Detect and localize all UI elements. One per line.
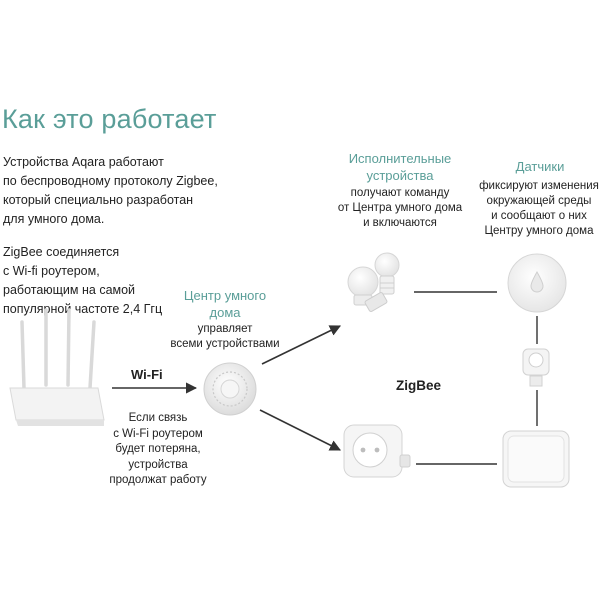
actuators-desc-line: от Центра умного дома bbox=[337, 202, 463, 214]
actuators-description: получают команду от Центра умного дома и… bbox=[330, 186, 470, 231]
intro-line: Устройства Aqara работают bbox=[3, 155, 164, 169]
actuators-title-line: устройства bbox=[366, 168, 434, 183]
sensors-desc-line: Центру умного дома bbox=[484, 225, 594, 237]
fallback-line: продолжат работу bbox=[109, 474, 207, 486]
intro-paragraph: Устройства Aqara работают по беспроводно… bbox=[3, 153, 218, 229]
zigbee-line: работающим на самой bbox=[3, 283, 136, 297]
zigbee-line: с Wi-fi роутером, bbox=[3, 264, 100, 278]
sensors-title: Датчики bbox=[515, 159, 565, 174]
fallback-line: устройства bbox=[128, 458, 188, 471]
sensors-desc-line: фиксируют изменения bbox=[479, 180, 599, 192]
fallback-line: будет потеряна, bbox=[115, 443, 201, 455]
zigbee-label: ZigBee bbox=[396, 378, 442, 393]
bulbs-icon bbox=[347, 252, 400, 312]
actuators-desc-line: получают команду bbox=[350, 187, 450, 199]
hub-desc-line: управляет bbox=[197, 323, 253, 335]
hub-icon bbox=[203, 362, 257, 416]
fallback-line: с Wi-Fi роутером bbox=[113, 427, 203, 440]
wifi-label: Wi-Fi bbox=[131, 367, 163, 382]
hub-to-plug-arrow bbox=[259, 409, 342, 451]
hub-title-line: дома bbox=[209, 305, 241, 320]
sensors-description: фиксируют изменения окружающей среды и с… bbox=[478, 179, 600, 239]
intro-line: который специально разработан bbox=[3, 193, 194, 207]
intro-line: по беспроводному протоколу Zigbee, bbox=[3, 174, 218, 188]
zigbee-paragraph: ZigBee соединяется с Wi-fi роутером, раб… bbox=[3, 243, 162, 319]
actuators-title-line: Исполнительные bbox=[348, 151, 452, 166]
sensors-desc-line: и сообщают о них bbox=[491, 210, 587, 222]
router-icon bbox=[9, 308, 105, 426]
hub-description: управляет всеми устройствами bbox=[165, 322, 285, 352]
fallback-description: Если связь с Wi-Fi роутером будет потеря… bbox=[98, 411, 218, 489]
zigbee-line: ZigBee соединяется bbox=[3, 245, 120, 259]
zigbee-line: популярной частоте 2,4 Ггц bbox=[3, 302, 163, 316]
intro-line: для умного дома. bbox=[3, 212, 105, 226]
sensors-desc-line: окружающей среды bbox=[486, 195, 592, 207]
hub-title: Центр умного дома bbox=[170, 287, 280, 321]
motion-sensor-icon bbox=[522, 348, 550, 387]
water-sensor-icon bbox=[507, 253, 567, 313]
fallback-line: Если связь bbox=[128, 412, 188, 424]
hub-to-bulbs-arrow bbox=[261, 325, 342, 365]
hub-title-line: Центр умного bbox=[183, 288, 267, 303]
actuators-desc-line: и включаются bbox=[363, 217, 437, 229]
actuators-title: Исполнительные устройства bbox=[330, 150, 470, 184]
smart-plug-icon bbox=[343, 424, 411, 478]
page-title: Как это работает bbox=[2, 104, 217, 134]
hub-desc-line: всеми устройствами bbox=[170, 338, 280, 350]
temperature-sensor-icon bbox=[502, 430, 570, 488]
